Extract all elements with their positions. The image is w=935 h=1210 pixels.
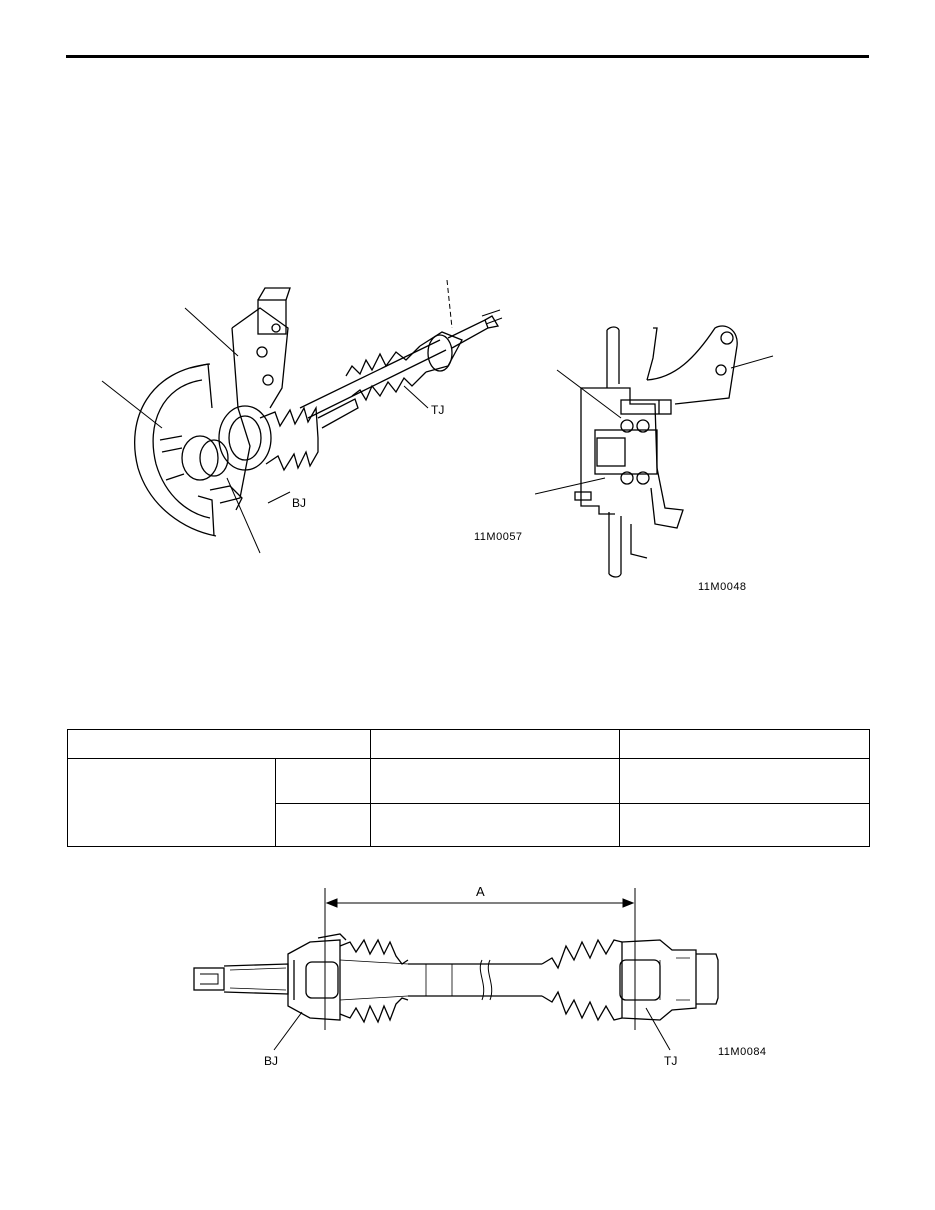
fig1-figure-code: 11M0057 xyxy=(474,531,523,543)
drive-shaft-assembly-drawing xyxy=(101,279,503,554)
fig1-bj-label: BJ xyxy=(292,496,307,510)
table-cell xyxy=(619,803,870,847)
table-header-cell xyxy=(619,729,870,759)
table-row xyxy=(67,758,870,847)
fig2-figure-code: 11M0048 xyxy=(698,581,747,593)
fig3-figure-code: 11M0084 xyxy=(718,1046,767,1058)
header-rule xyxy=(66,55,869,58)
figure-hub-cross-section: 11M0048 xyxy=(535,318,795,598)
table-cell xyxy=(370,803,620,847)
table-cell xyxy=(275,758,371,804)
figure-drive-shaft-length: A BJ TJ 11M0084 xyxy=(190,880,790,1080)
table-header-row xyxy=(67,729,870,759)
fig3-tj-label: TJ xyxy=(664,1054,678,1068)
table-row xyxy=(68,803,870,847)
table-header-cell xyxy=(370,729,620,759)
hub-cross-section-drawing xyxy=(535,325,774,578)
table-header-cell xyxy=(67,729,371,759)
table-cell xyxy=(67,758,276,847)
table-cell xyxy=(619,758,870,804)
fig3-dimension-label: A xyxy=(476,884,485,899)
fig1-tj-label: TJ xyxy=(431,403,445,417)
fig3-bj-label: BJ xyxy=(264,1054,279,1068)
figure-drive-shaft-assembly: TJ BJ 11M0057 xyxy=(90,268,540,568)
drive-shaft-length-drawing xyxy=(193,888,719,1051)
spec-table xyxy=(67,729,870,847)
table-cell xyxy=(275,803,371,847)
table-cell xyxy=(370,758,620,804)
